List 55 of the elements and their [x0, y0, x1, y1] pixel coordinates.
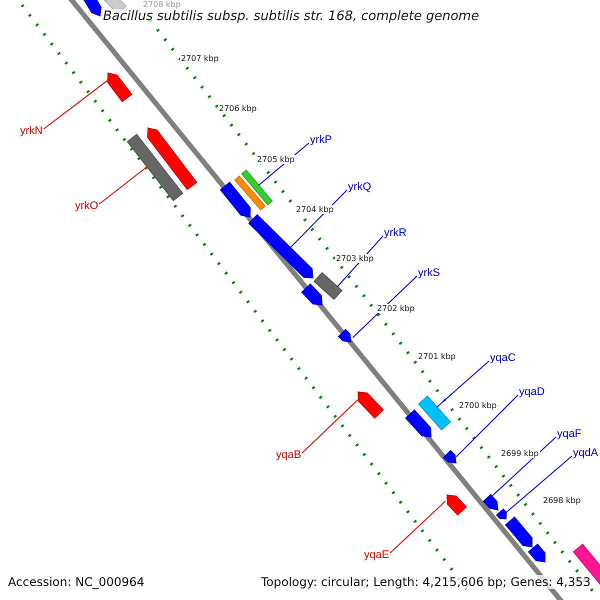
gene-label: yrkN [20, 125, 43, 137]
leader-line [456, 394, 518, 458]
scale-label: 2701 kbp [417, 352, 457, 361]
scale-label: 2699 kbp [500, 449, 540, 458]
gene-feature [147, 128, 198, 190]
gene-feature [358, 392, 384, 419]
footer-note: Accession: NC_000964 [8, 575, 144, 589]
scale-label: 2702 kbp [376, 304, 416, 313]
leader-line [505, 456, 572, 514]
gene-feature [338, 328, 352, 342]
gene-feature [446, 494, 467, 516]
gene-label: yqaD [519, 386, 545, 398]
gene-feature [418, 395, 452, 431]
gene-feature [528, 544, 546, 562]
scale-label: 2708 kbp [142, 0, 182, 9]
gene-feature [504, 516, 532, 548]
gene-feature [301, 283, 322, 306]
scale-label: 2703 kbp [335, 254, 375, 263]
gene-label: yrkO [75, 200, 98, 212]
gene-feature [496, 508, 507, 520]
gene-label: yqaB [276, 449, 302, 461]
leader-line [390, 500, 446, 554]
scale-label: 2700 kbp [458, 401, 498, 410]
leader-line [302, 399, 358, 454]
gene-feature [241, 170, 273, 206]
map-title: Bacillus subtilis subsp. subtilis str. 168, complete genome [103, 9, 480, 25]
gene-feature [248, 214, 314, 278]
gene-feature [126, 134, 184, 202]
gene-label: yqaF [557, 428, 582, 440]
gene-feature [107, 72, 132, 102]
gene-feature [82, 0, 102, 17]
leader-line [43, 80, 108, 130]
gene-label: yrkQ [348, 181, 372, 193]
gene-feature [220, 182, 251, 218]
footer-note: Topology: circular; Length: 4,215,606 bp; Genes: 4,353 [261, 575, 591, 589]
gene-feature [313, 272, 343, 300]
gene-label: yqdA [573, 447, 598, 459]
scale-label: 2698 kbp [542, 496, 582, 505]
gene-label: yqaC [490, 352, 516, 364]
gene-feature [442, 450, 456, 464]
gene-feature [234, 175, 266, 211]
gene-label: yrkR [384, 227, 407, 239]
gene-label: yrkP [310, 134, 332, 146]
leader-line [98, 166, 148, 204]
scale-label: 2706 kbp [218, 104, 258, 113]
gene-feature [482, 494, 498, 510]
gene-label: yrkS [418, 267, 440, 279]
leader-line [352, 276, 418, 338]
gene-feature [405, 409, 432, 438]
leader-line [491, 436, 556, 497]
scale-label: 2704 kbp [295, 205, 335, 214]
scale-label: 2707 kbp [180, 54, 220, 63]
scale-label: 2705 kbp [256, 155, 296, 164]
gene-label: yqaE [364, 549, 390, 561]
leader-line [436, 360, 490, 408]
